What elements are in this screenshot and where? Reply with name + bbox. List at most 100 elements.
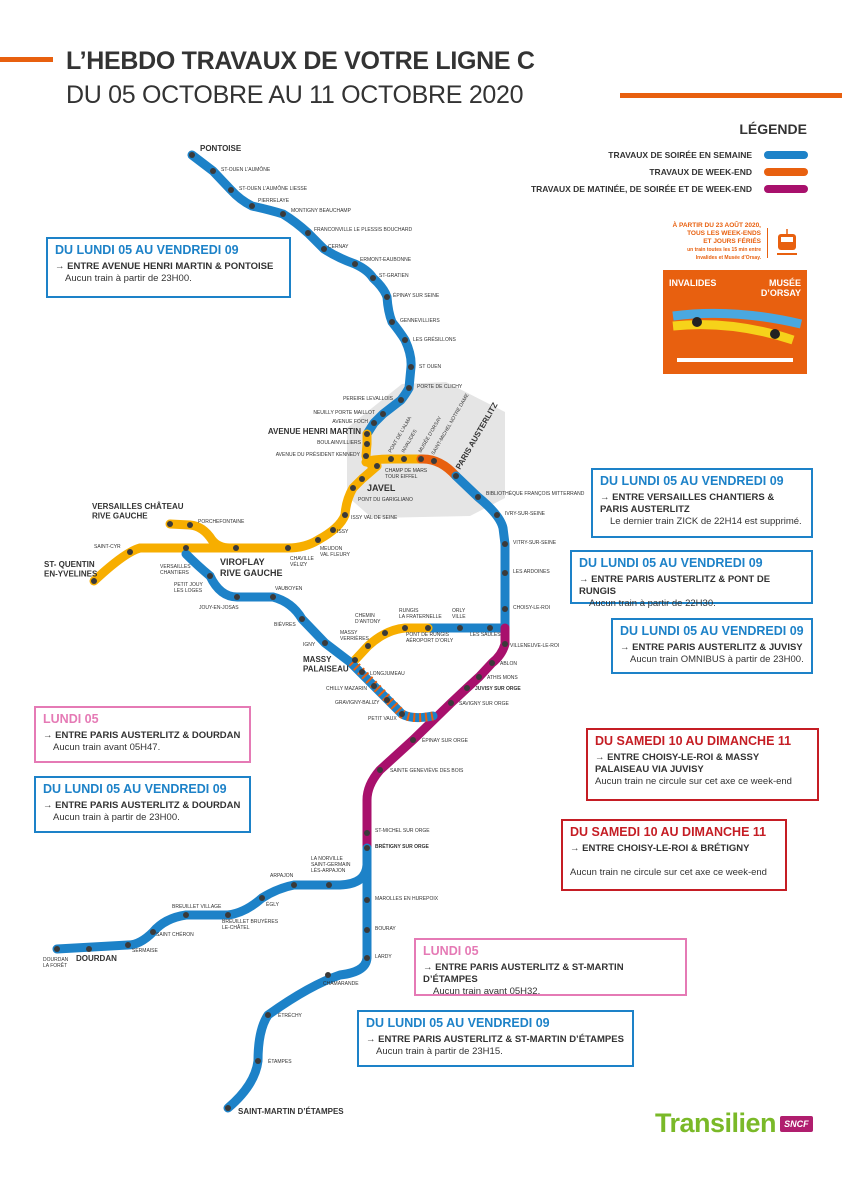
station-dot[interactable] (167, 521, 173, 527)
station-dot[interactable] (285, 545, 291, 551)
station-dot[interactable] (234, 594, 240, 600)
station-dot[interactable] (207, 573, 213, 579)
station-dot[interactable] (259, 895, 265, 901)
station-dot[interactable] (359, 669, 365, 675)
station-dot[interactable] (183, 912, 189, 918)
station-dot[interactable] (322, 640, 328, 646)
station-dot[interactable] (326, 882, 332, 888)
station-dot[interactable] (187, 522, 193, 528)
line-chateau-branch (165, 519, 235, 553)
station-dot[interactable] (364, 431, 370, 437)
station-dot[interactable] (189, 152, 195, 158)
station-dot[interactable] (315, 537, 321, 543)
station-dot[interactable] (380, 411, 386, 417)
station-dot[interactable] (384, 294, 390, 300)
station-dot[interactable] (399, 711, 405, 717)
station-dot[interactable] (364, 845, 370, 851)
station-label: BIBLIOTHÈQUE FRANÇOIS MITTERRAND (486, 490, 585, 497)
station-dot[interactable] (265, 1012, 271, 1018)
notice-box: DU LUNDI 05 AU VENDREDI 09→ ENTRE AVENUE… (46, 237, 291, 298)
station-dot[interactable] (54, 946, 60, 952)
station-dot[interactable] (255, 1058, 261, 1064)
station-label: LES SAULES (470, 632, 501, 638)
station-dot[interactable] (476, 674, 482, 680)
station-dot[interactable] (183, 545, 189, 551)
station-dot[interactable] (364, 897, 370, 903)
station-dot[interactable] (91, 578, 97, 584)
station-dot[interactable] (305, 230, 311, 236)
station-label: CHILLY MAZARIN (326, 686, 367, 692)
station-dot[interactable] (401, 456, 407, 462)
notice-note: Aucun train à partir de 23H00. (53, 812, 180, 823)
station-dot[interactable] (457, 625, 463, 631)
station-dot[interactable] (352, 261, 358, 267)
notice-note: Aucun train à partir de 23H15. (376, 1046, 503, 1057)
station-dot[interactable] (363, 453, 369, 459)
station-dot[interactable] (352, 657, 358, 663)
station-dot[interactable] (371, 420, 377, 426)
station-dot[interactable] (364, 927, 370, 933)
station-dot[interactable] (270, 594, 276, 600)
station-dot[interactable] (382, 630, 388, 636)
station-dot[interactable] (464, 685, 470, 691)
station-label: ISSY VAL DE SEINE (351, 515, 398, 521)
station-dot[interactable] (475, 494, 481, 500)
notice-period: DU SAMEDI 10 AU DIMANCHE 11 (570, 825, 767, 839)
station-dot[interactable] (364, 955, 370, 961)
station-dot[interactable] (325, 972, 331, 978)
station-dot[interactable] (342, 512, 348, 518)
station-dot[interactable] (330, 527, 336, 533)
station-dot[interactable] (418, 456, 424, 462)
station-dot[interactable] (489, 660, 495, 666)
station-dot[interactable] (321, 246, 327, 252)
station-dot[interactable] (127, 549, 133, 555)
station-dot[interactable] (364, 830, 370, 836)
station-dot[interactable] (431, 458, 437, 464)
station-dot[interactable] (494, 512, 500, 518)
station-dot[interactable] (299, 616, 305, 622)
station-dot[interactable] (350, 485, 356, 491)
station-dot[interactable] (487, 625, 493, 631)
station-dot[interactable] (370, 275, 376, 281)
station-dot[interactable] (86, 946, 92, 952)
station-dot[interactable] (371, 683, 377, 689)
station-dot[interactable] (359, 476, 365, 482)
station-dot[interactable] (502, 570, 508, 576)
station-dot[interactable] (228, 187, 234, 193)
station-dot[interactable] (425, 625, 431, 631)
station-dot[interactable] (406, 385, 412, 391)
station-dot[interactable] (280, 211, 286, 217)
station-dot[interactable] (389, 319, 395, 325)
station-dot[interactable] (150, 929, 156, 935)
station-dot[interactable] (448, 700, 454, 706)
station-dot[interactable] (388, 456, 394, 462)
station-dot[interactable] (502, 541, 508, 547)
station-dot[interactable] (398, 397, 404, 403)
station-dot[interactable] (402, 625, 408, 631)
station-dot[interactable] (384, 697, 390, 703)
station-label: SAVIGNY SUR ORGE (459, 701, 509, 707)
station-dot[interactable] (249, 203, 255, 209)
station-dot[interactable] (225, 912, 231, 918)
station-dot[interactable] (225, 1105, 231, 1111)
legend-item-orange: TRAVAUX DE WEEK-END (649, 167, 808, 177)
station-dot[interactable] (410, 737, 416, 743)
station-dot[interactable] (453, 473, 459, 479)
station-dot[interactable] (377, 767, 383, 773)
station-dot[interactable] (402, 337, 408, 343)
station-dot[interactable] (365, 643, 371, 649)
station-dot[interactable] (374, 463, 380, 469)
station-dot[interactable] (502, 606, 508, 612)
station-dot[interactable] (364, 441, 370, 447)
station-dot[interactable] (291, 882, 297, 888)
station-dot[interactable] (233, 545, 239, 551)
station-dot[interactable] (408, 364, 414, 370)
legend-label: TRAVAUX DE SOIRÉE EN SEMAINE (608, 150, 752, 160)
station-dot[interactable] (125, 942, 131, 948)
notice-note: Aucun train ne circule sur cet axe ce we… (595, 776, 792, 787)
station-dot[interactable] (502, 641, 508, 647)
station-label: GRAVIGNY-BALIZY (335, 700, 380, 706)
station-dot[interactable] (210, 168, 216, 174)
